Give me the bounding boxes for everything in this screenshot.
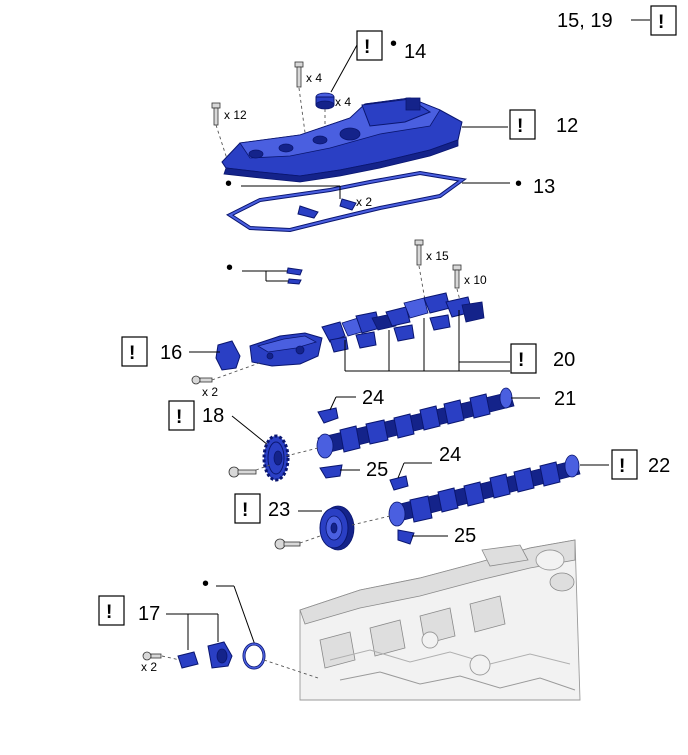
callout-17: 17 (138, 603, 160, 625)
bolt-icon (452, 264, 462, 289)
warning-button-16[interactable]: ! (121, 336, 148, 367)
callout-14: 14 (404, 41, 426, 63)
warning-icon: ! (106, 602, 112, 623)
qty-x15: x 15 (426, 249, 449, 263)
dashed-guide (255, 464, 271, 471)
qty-x12: x 12 (224, 108, 247, 122)
qty-x10: x 10 (464, 273, 487, 287)
callout-12: 12 (556, 115, 578, 137)
callout-21: 21 (554, 388, 576, 410)
callout-13: 13 (533, 176, 555, 198)
camshaft-sprocket-18 (262, 434, 290, 482)
seal-part-14 (315, 92, 335, 110)
bearing-24 (317, 407, 339, 424)
callout-25b: 25 (454, 525, 476, 547)
bolt-icon (274, 538, 301, 550)
callout-22: 22 (648, 455, 670, 477)
small-gasket-part (287, 278, 302, 285)
warning-button-22[interactable]: ! (611, 449, 638, 480)
bullet-mark: • (225, 173, 232, 195)
dashed-guide (211, 361, 263, 381)
callout-16: 16 (160, 342, 182, 364)
sensor-gasket (242, 642, 266, 670)
warning-button-17[interactable]: ! (98, 595, 125, 626)
leader-line (330, 44, 358, 93)
bullet-mark: • (226, 257, 233, 279)
warning-icon: ! (658, 12, 664, 33)
warning-icon: ! (364, 37, 370, 58)
cylinder-head-cover-12 (221, 97, 463, 183)
callout-25a: 25 (366, 459, 388, 481)
warning-icon: ! (619, 456, 625, 477)
camshaft-bearing-caps-20 (321, 292, 485, 353)
bearing-25 (319, 464, 343, 479)
dashed-guide (298, 87, 307, 141)
warning-button-23[interactable]: ! (234, 493, 261, 524)
qty-x4-bolt: x 4 (306, 71, 322, 85)
warning-button-12[interactable]: ! (509, 109, 536, 140)
qty-x2-sensor: x 2 (141, 660, 157, 674)
callout-23: 23 (268, 499, 290, 521)
bullet-mark: • (515, 173, 522, 195)
vvt-gear-23 (319, 505, 355, 551)
bullet-mark: • (202, 573, 209, 595)
dashed-guide (215, 124, 229, 163)
qty-x2-bearing: x 2 (202, 385, 218, 399)
leader-line (397, 462, 405, 479)
camshaft-housing-16 (215, 332, 323, 371)
dashed-guide (418, 265, 426, 301)
bolt-icon (142, 651, 162, 661)
warning-button-18[interactable]: ! (168, 400, 195, 431)
sensor-part-17 (177, 641, 233, 669)
ref-label-15-19: 15, 19 (557, 10, 613, 32)
bolt-icon (211, 102, 221, 126)
warning-icon: ! (517, 116, 523, 137)
dashed-guide (351, 515, 391, 526)
bolt-icon (414, 239, 424, 266)
bolt-icon (294, 61, 304, 88)
callout-18: 18 (202, 405, 224, 427)
callout-20: 20 (553, 349, 575, 371)
callout-24a: 24 (362, 387, 384, 409)
dashed-guide (285, 447, 319, 457)
warning-button-20[interactable]: ! (510, 343, 537, 374)
callout-24b: 24 (439, 444, 461, 466)
qty-x2-gasket: x 2 (356, 195, 372, 209)
cover-gasket-13 (225, 170, 468, 233)
leader-line (329, 396, 337, 411)
warning-icon: ! (518, 350, 524, 371)
bearing-24 (389, 475, 409, 491)
dashed-guide (161, 655, 181, 661)
warning-icon: ! (129, 343, 135, 364)
bullet-mark: • (390, 33, 397, 55)
dashed-guide (299, 535, 321, 544)
warning-icon: ! (176, 407, 182, 428)
qty-x4-seal: x 4 (335, 95, 351, 109)
bolt-icon (191, 375, 213, 385)
warning-icon: ! (242, 500, 248, 521)
camshaft-22 (388, 454, 581, 527)
small-gasket-part (286, 267, 303, 276)
leader-line (233, 585, 256, 646)
bearing-25 (397, 529, 415, 545)
warning-button-14[interactable]: ! (356, 30, 383, 61)
engine-block (299, 539, 581, 701)
warning-button-15-19[interactable]: ! (650, 5, 677, 36)
bolt-icon (228, 466, 257, 478)
leader-line (231, 415, 269, 446)
camshaft-21 (316, 387, 515, 459)
